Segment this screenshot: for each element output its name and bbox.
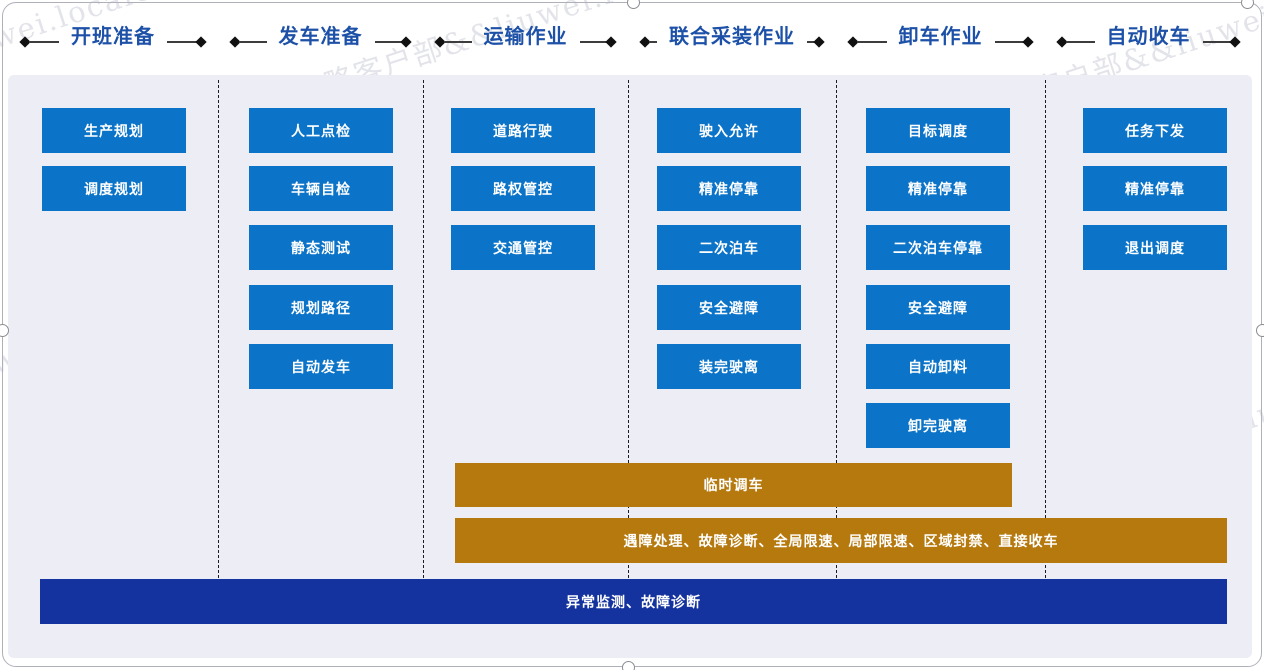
column-header-label: 发车准备 — [278, 25, 363, 48]
column-separator-line — [423, 80, 424, 578]
step-button[interactable]: 精准停靠 — [657, 166, 801, 211]
wide-bar-1[interactable]: 临时调车 — [455, 463, 1012, 507]
header-rule-line — [167, 41, 197, 43]
resize-handle[interactable] — [0, 323, 9, 337]
column-header-3: 运输作业 — [423, 12, 628, 56]
step-button[interactable]: 安全避障 — [657, 285, 801, 330]
diamond-icon — [400, 36, 412, 48]
diamond-icon — [195, 36, 207, 48]
column-header-label: 自动收车 — [1106, 25, 1191, 48]
column-header-label: 联合采装作业 — [669, 25, 795, 48]
step-button[interactable]: 调度规划 — [42, 166, 186, 211]
step-button[interactable]: 路权管控 — [451, 166, 595, 211]
step-button[interactable]: 卸完驶离 — [866, 403, 1010, 448]
column-separator-line — [836, 80, 837, 578]
header-rule-line — [444, 41, 472, 43]
column-header-5: 卸车作业 — [836, 12, 1045, 56]
step-button[interactable]: 自动卸料 — [866, 344, 1010, 389]
resize-handle[interactable] — [1255, 323, 1264, 337]
header-rule-line — [807, 41, 815, 43]
column-header-label: 开班准备 — [71, 25, 155, 48]
header-rule-line — [374, 41, 402, 43]
step-button[interactable]: 人工点检 — [249, 108, 393, 153]
column-header-label: 运输作业 — [483, 25, 568, 48]
column-separator-line — [218, 80, 219, 578]
step-button[interactable]: 驶入允许 — [657, 108, 801, 153]
step-button[interactable]: 静态测试 — [249, 225, 393, 270]
step-button[interactable]: 二次泊车停靠 — [866, 225, 1010, 270]
step-button[interactable]: 精准停靠 — [1083, 166, 1227, 211]
step-button[interactable]: 生产规划 — [42, 108, 186, 153]
header-rule-line — [857, 41, 887, 43]
column-separator-line — [628, 80, 629, 578]
header-rule-line — [1066, 41, 1095, 43]
step-button[interactable]: 自动发车 — [249, 344, 393, 389]
step-button[interactable]: 交通管控 — [451, 225, 595, 270]
column-header-6: 自动收车 — [1045, 12, 1252, 56]
column-header-label: 卸车作业 — [898, 25, 983, 48]
step-button[interactable]: 精准停靠 — [866, 166, 1010, 211]
header-rule-line — [579, 41, 607, 43]
step-button[interactable]: 规划路径 — [249, 285, 393, 330]
resize-handle[interactable] — [626, 0, 640, 9]
step-button[interactable]: 二次泊车 — [657, 225, 801, 270]
diamond-icon — [605, 36, 617, 48]
header-rule-line — [649, 41, 657, 43]
resize-handle[interactable] — [1240, 0, 1254, 9]
column-header-4: 联合采装作业 — [628, 12, 836, 56]
column-header-2: 发车准备 — [218, 12, 423, 56]
header-rule-line — [29, 41, 59, 43]
diamond-icon — [1229, 36, 1241, 48]
step-button[interactable]: 装完驶离 — [657, 344, 801, 389]
resize-handle[interactable] — [621, 660, 635, 670]
step-button[interactable]: 退出调度 — [1083, 225, 1227, 270]
process-panel — [8, 75, 1252, 658]
step-button[interactable]: 车辆自检 — [249, 166, 393, 211]
diamond-icon — [813, 36, 825, 48]
header-rule-line — [994, 41, 1024, 43]
step-button[interactable]: 道路行驶 — [451, 108, 595, 153]
wide-bar-3[interactable]: 异常监测、故障诊断 — [40, 579, 1227, 624]
column-header-1: 开班准备 — [8, 12, 218, 56]
wide-bar-2[interactable]: 遇障处理、故障诊断、全局限速、局部限速、区域封禁、直接收车 — [455, 518, 1227, 563]
column-separator-line — [1045, 80, 1046, 578]
header-rule-line — [239, 41, 267, 43]
diamond-icon — [1022, 36, 1034, 48]
step-button[interactable]: 安全避障 — [866, 285, 1010, 330]
header-rule-line — [1202, 41, 1231, 43]
step-button[interactable]: 目标调度 — [866, 108, 1010, 153]
step-button[interactable]: 任务下发 — [1083, 108, 1227, 153]
